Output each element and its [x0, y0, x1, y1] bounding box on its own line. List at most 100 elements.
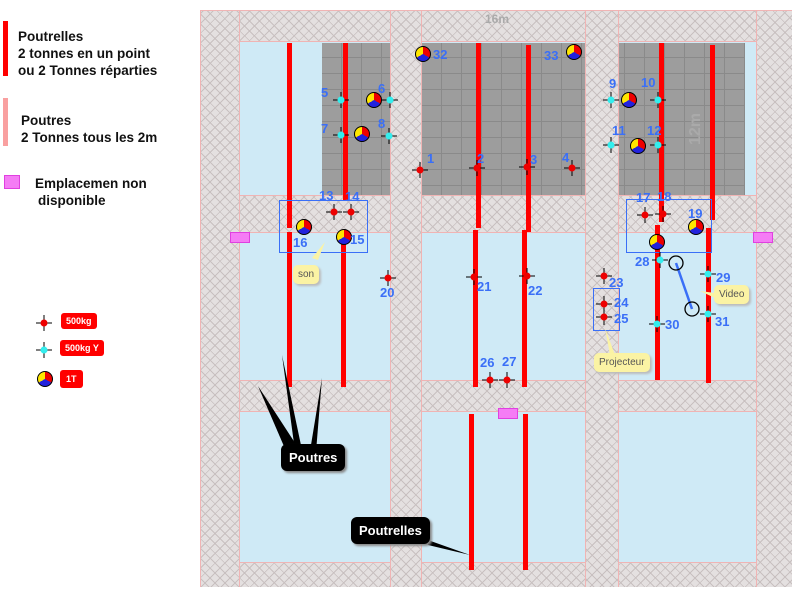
point-label: 28	[635, 254, 650, 269]
cyan-crosshair-icon[interactable]	[380, 127, 398, 145]
point-label: 8	[378, 116, 386, 131]
red-crosshair-icon[interactable]	[595, 267, 613, 285]
red-crosshair-icon[interactable]	[498, 371, 516, 389]
truss-center-right	[585, 10, 619, 587]
legend-500kg-badge: 500kg	[61, 313, 97, 329]
tri-color-circle-icon[interactable]	[688, 219, 704, 235]
unavailable-zone	[498, 408, 518, 419]
cyan-crosshair-icon[interactable]	[602, 136, 620, 154]
cyan-crosshair-icon[interactable]	[651, 251, 669, 269]
poutrelle-beam	[522, 230, 527, 387]
legend-unavailable: Emplacemen non disponible	[35, 175, 147, 209]
poutrelle-beam	[476, 43, 481, 228]
truss-right	[756, 10, 792, 587]
video-link	[258, 242, 715, 555]
poutrelle-beam	[659, 43, 664, 222]
son-zone-box	[279, 200, 368, 253]
point-label: 24	[614, 295, 629, 310]
dimension-width: 16m	[485, 12, 510, 26]
projecteur-callout: Projecteur	[594, 353, 650, 372]
point-label: 12	[647, 123, 662, 138]
cyan-crosshair-icon[interactable]	[699, 265, 717, 283]
point-label: 5	[321, 85, 329, 100]
red-crosshair-icon[interactable]	[595, 308, 613, 326]
legend-poutrelles: Poutrelles 2 tonnes en un point ou 2 Ton…	[18, 28, 157, 79]
legend-poutres: Poutres 2 Tonnes tous les 2m	[21, 112, 157, 146]
poutrelle-beam	[341, 232, 346, 387]
legend-unavailable-line2: disponible	[38, 193, 106, 208]
truss-center-left	[390, 10, 422, 587]
cyan-crosshair-icon[interactable]	[381, 91, 399, 109]
cyan-crosshair-icon[interactable]	[649, 91, 667, 109]
point-label: 23	[609, 275, 624, 290]
red-crosshair-icon[interactable]	[518, 158, 536, 176]
point-label: 18	[657, 189, 672, 204]
tri-color-circle-icon[interactable]	[366, 92, 382, 108]
legend-poutrelles-line1: 2 tonnes en un point	[18, 46, 150, 61]
legend-poutrelles-bar	[3, 21, 8, 76]
red-crosshair-icon[interactable]	[325, 203, 343, 221]
poutrelle-beam	[473, 230, 478, 387]
tri-color-circle-icon[interactable]	[621, 92, 637, 108]
point-label: 17	[636, 190, 651, 205]
red-crosshair-icon[interactable]	[468, 159, 486, 177]
legend-unavailable-swatch	[4, 175, 20, 189]
legend-500kg-y-badge: 500kg Y	[60, 340, 104, 356]
cyan-crosshair-icon[interactable]	[648, 315, 666, 333]
point-label: 2	[477, 151, 485, 166]
red-crosshair-icon	[36, 315, 52, 331]
legend-poutrelles-title: Poutrelles	[18, 29, 84, 44]
tri-color-circle-icon	[37, 371, 53, 387]
point-label: 13	[319, 188, 334, 203]
tri-color-circle-icon[interactable]	[649, 234, 665, 250]
red-crosshair-icon[interactable]	[481, 371, 499, 389]
red-crosshair-icon[interactable]	[342, 203, 360, 221]
poutrelle-beam	[710, 45, 715, 220]
point-label: 20	[380, 285, 395, 300]
cyan-crosshair-icon[interactable]	[332, 126, 350, 144]
point-label: 29	[716, 270, 731, 285]
son-callout: son	[293, 265, 320, 284]
poutrelle-beam	[523, 414, 528, 570]
tri-color-circle-icon[interactable]	[630, 138, 646, 154]
point-label: 7	[321, 121, 329, 136]
red-crosshair-icon[interactable]	[654, 205, 672, 223]
point-label: 27	[502, 354, 517, 369]
video-callout: Video	[714, 285, 750, 304]
point-label: 1	[427, 151, 435, 166]
red-crosshair-icon[interactable]	[518, 267, 536, 285]
poutrelle-beam	[706, 228, 711, 383]
truss-bottom	[200, 562, 792, 587]
red-crosshair-icon[interactable]	[465, 268, 483, 286]
point-label: 4	[562, 150, 570, 165]
cyan-crosshair-icon[interactable]	[602, 91, 620, 109]
tri-color-circle-icon[interactable]	[415, 46, 431, 62]
point-label: 16	[293, 235, 308, 250]
truss-left	[200, 10, 240, 587]
tri-color-circle-icon[interactable]	[566, 44, 582, 60]
point-label: 32	[433, 47, 448, 62]
poutres-callout: Poutres	[281, 444, 346, 471]
cyan-crosshair-icon	[36, 342, 52, 358]
red-crosshair-icon[interactable]	[563, 159, 581, 177]
point-label: 15	[350, 232, 365, 247]
poutrelle-beam	[469, 414, 474, 570]
video-zone-box	[626, 199, 712, 253]
poutrelle-beam	[287, 43, 292, 228]
cyan-crosshair-icon[interactable]	[332, 91, 350, 109]
red-crosshair-icon[interactable]	[379, 269, 397, 287]
red-crosshair-icon[interactable]	[411, 161, 429, 179]
legend-poutres-line1: 2 Tonnes tous les 2m	[21, 130, 158, 145]
poutrelle-beam	[343, 43, 348, 200]
cyan-crosshair-icon[interactable]	[649, 136, 667, 154]
tri-color-circle-icon[interactable]	[296, 219, 312, 235]
point-label: 30	[665, 317, 680, 332]
legend-1t-badge: 1T	[60, 370, 83, 388]
cyan-crosshair-icon[interactable]	[699, 305, 717, 323]
tri-color-circle-icon[interactable]	[354, 126, 370, 142]
red-crosshair-icon[interactable]	[636, 206, 654, 224]
point-label: 33	[544, 48, 559, 63]
point-label: 14	[345, 189, 360, 204]
point-label: 21	[477, 279, 492, 294]
tri-color-circle-icon[interactable]	[336, 229, 352, 245]
